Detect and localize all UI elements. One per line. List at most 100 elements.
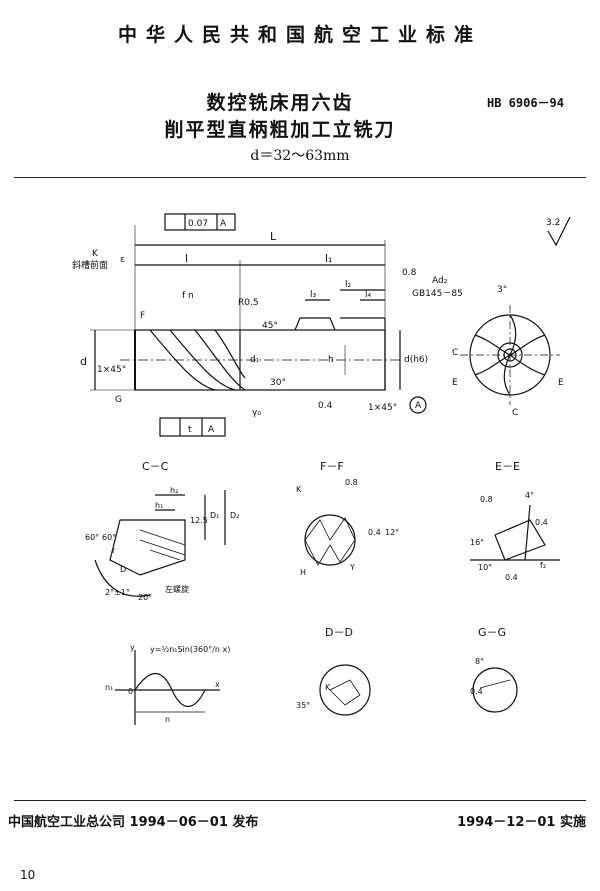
tolerance-frame-bottom: [159, 417, 226, 437]
label-h: h: [328, 355, 334, 365]
sine-origin: 0: [128, 687, 133, 696]
cc-h2: h₂: [170, 486, 178, 495]
ff-0.8: 0.8: [345, 478, 358, 487]
label-E-right: E: [558, 378, 564, 388]
section-ee-shape: [494, 519, 546, 561]
standard-header: 中华人民共和国航空工业标准: [117, 24, 482, 46]
ff-0.4: 0.4: [368, 528, 381, 537]
ee-10deg: 10°: [478, 563, 492, 572]
cc-D1: D₁: [210, 511, 219, 520]
page-number: 10: [20, 868, 36, 882]
label-G: G: [115, 395, 122, 405]
cc-12.5: 12.5: [190, 516, 208, 525]
ee-0.8: 0.8: [480, 495, 493, 504]
sine-label-y: y: [130, 643, 135, 652]
cc-60a: 60°: [85, 533, 99, 542]
label-45deg: 45°: [262, 321, 278, 331]
label-datum-A: A: [415, 401, 422, 411]
label-C-left: C: [452, 348, 458, 358]
tol-datum-top: A: [220, 219, 227, 229]
label-30deg: 30°: [270, 378, 286, 388]
tol-value-top: 0.07: [188, 219, 208, 229]
dd-35deg: 35°: [296, 701, 310, 710]
label-E-left: E: [452, 378, 458, 388]
diameter-range: d＝32～63mm: [250, 148, 350, 164]
dim-L: L: [270, 230, 277, 243]
ee-0.4b: 0.4: [505, 573, 518, 582]
section-dd-title: D－D: [325, 626, 353, 639]
roughness-value: 3.2: [546, 218, 560, 228]
label-k: K: [92, 249, 99, 259]
cc-20deg: 20°: [138, 593, 152, 602]
label-d1: d₁: [250, 355, 260, 365]
dim-l1: l₁: [325, 252, 332, 265]
label-chamfer-left: 1×45°: [97, 365, 126, 375]
issue-date: 中国航空工业总公司 1994－06－01 发布: [8, 815, 259, 830]
dim-l4: l₄: [365, 290, 372, 300]
ff-Y: Y: [349, 563, 355, 572]
helical-flutes: [149, 329, 246, 391]
section-gg-shape: [472, 667, 518, 713]
sine-curve: [134, 672, 206, 708]
standard-number: HB 6906－94: [486, 96, 564, 110]
label-F-top: F: [140, 311, 145, 321]
effective-date: 1994－12－01 实施: [457, 815, 586, 830]
sine-label-x: x: [215, 680, 220, 689]
ee-fz: f₂: [540, 561, 546, 570]
cc-D2: D₂: [230, 511, 239, 520]
sine-equation: y=½n₁Sin(360°/n x): [150, 645, 230, 654]
doc-title-line1: 数控铣床用六齿: [206, 92, 354, 114]
ee-4deg: 4°: [525, 491, 534, 500]
cc-2deg: 2°±1°: [105, 588, 130, 597]
ee-0.4a: 0.4: [535, 518, 548, 527]
section-ee-title: E－E: [495, 460, 520, 473]
cc-60b: 60°: [102, 533, 116, 542]
end-view-teeth: [474, 314, 546, 396]
ff-H: H: [300, 568, 306, 577]
datum-circle: [409, 396, 427, 414]
dim-l: l: [185, 252, 188, 265]
frame-t: t: [188, 425, 192, 435]
cc-left-helix: 左螺旋: [165, 584, 189, 594]
gg-0.4: 0.4: [470, 687, 483, 696]
ref-ad2: Ad₂: [432, 276, 448, 286]
cc-h1: h₁: [155, 501, 163, 510]
shank-flat: [294, 317, 336, 331]
label-R0.5: R0.5: [238, 298, 259, 308]
cc-r: r: [112, 546, 116, 555]
sine-n: n: [165, 715, 170, 724]
section-gg-title: G－G: [478, 626, 506, 639]
doc-title-line2: 削平型直柄粗加工立铣刀: [164, 119, 396, 141]
label-d-h6: d(h6): [404, 355, 428, 365]
frame-A: A: [208, 425, 215, 435]
gg-8deg: 8°: [475, 657, 484, 666]
label-helix-face: 斜槽前面: [72, 259, 108, 271]
dim-l3: l₃: [310, 290, 317, 300]
val-0.8-top: 0.8: [402, 268, 417, 278]
angle-3: 3°: [497, 285, 507, 295]
section-dd-shape: [319, 664, 371, 716]
label-d: d: [80, 355, 87, 368]
ff-K: K: [296, 485, 302, 494]
dd-K: K: [325, 683, 331, 692]
roughness-symbol: [547, 216, 571, 247]
tolerance-frame-top: [164, 213, 236, 231]
footer-rule: [14, 800, 586, 801]
ref-gb145: GB145－85: [412, 289, 463, 299]
ee-16deg: 16°: [470, 538, 484, 547]
ff-12deg: 12°: [385, 528, 399, 537]
section-ff-title: F－F: [320, 460, 344, 473]
cc-D: D: [120, 565, 126, 574]
sine-n1: n₁: [105, 683, 113, 692]
label-chamfer-right: 1×45°: [368, 403, 397, 413]
label-0.4-main: 0.4: [318, 401, 333, 411]
header-rule: [14, 177, 586, 178]
label-gamma0: γ₀: [252, 408, 261, 418]
section-cc-shape: [109, 519, 186, 576]
label-f-n: f n: [182, 291, 194, 301]
label-epsilon: ε: [120, 255, 125, 265]
label-C-bottom: C: [512, 408, 518, 418]
dim-l2: l₂: [345, 280, 352, 290]
section-cc-title: C－C: [142, 460, 169, 473]
